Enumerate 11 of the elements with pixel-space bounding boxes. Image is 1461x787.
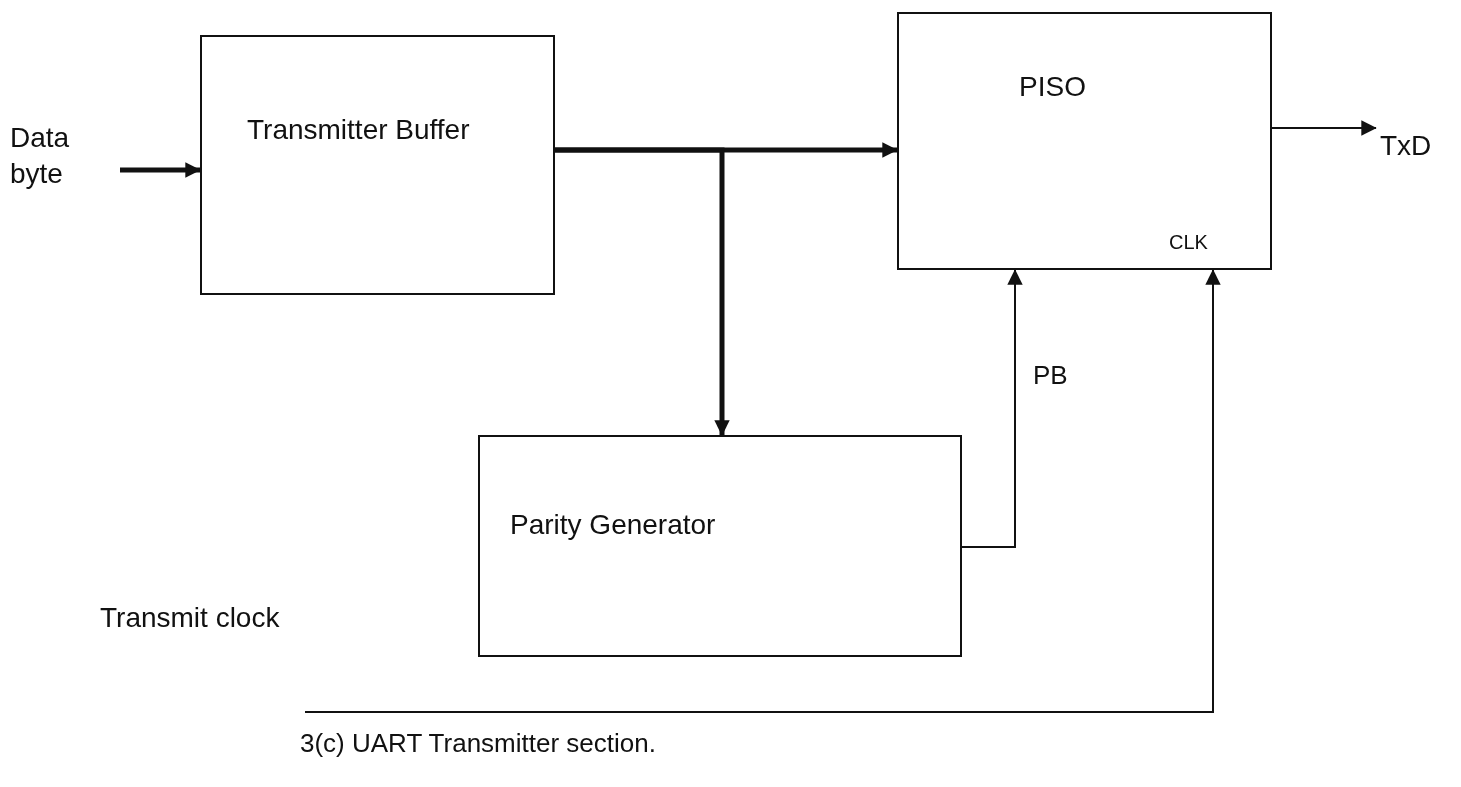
caption: 3(c) UART Transmitter section. — [300, 728, 656, 759]
block-box — [478, 435, 962, 657]
block-label: TxD — [1380, 129, 1433, 163]
block-label: PISO — [1019, 70, 1087, 104]
block-box — [200, 35, 555, 295]
block-label: Transmit clock — [100, 601, 281, 635]
block-label: Transmitter Buffer — [247, 113, 471, 147]
block-box — [897, 12, 1272, 270]
block-label: Data byte — [10, 121, 71, 192]
block-label: Parity Generator — [510, 508, 717, 542]
pin-label: CLK — [1169, 230, 1209, 255]
